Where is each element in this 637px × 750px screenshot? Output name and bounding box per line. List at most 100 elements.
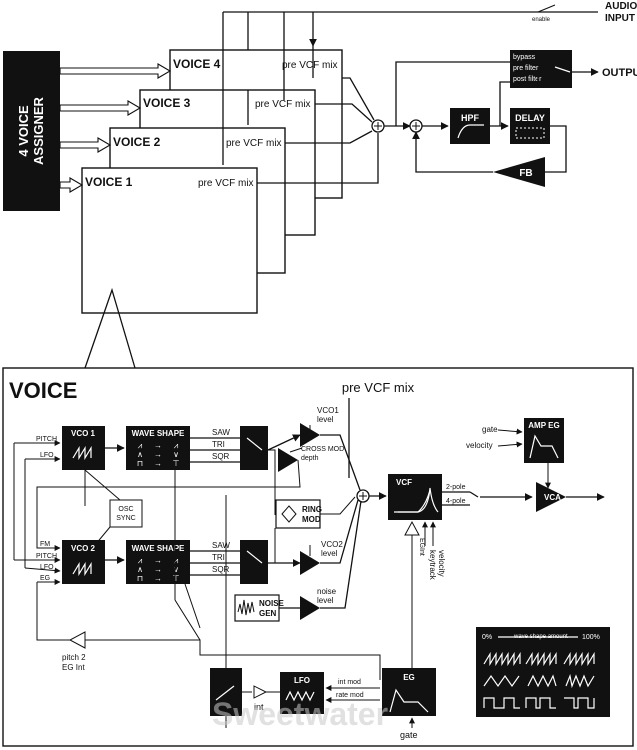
voice-4-label: VOICE 4 [173, 57, 221, 71]
pitch2-eg-int: pitch 2 EG Int [62, 470, 381, 680]
svg-text:⊓: ⊓ [137, 459, 143, 468]
svg-text:→: → [154, 459, 162, 468]
svg-text:⊤: ⊤ [173, 574, 180, 583]
vco2-input-fm: FM [40, 541, 50, 548]
switch-pre-filter: pre filter [513, 65, 539, 72]
vco1-level-label-2: level [317, 415, 334, 424]
noise-level-label-2: level [317, 596, 334, 605]
wave-shape-1-block: WAVE SHAPE ⩘ → ⩘ ∧ → ∨ ⊓ → ⊤ [126, 426, 190, 470]
wave2-saw: SAW [212, 541, 230, 550]
wave-shape-2-label: WAVE SHAPE [132, 544, 185, 553]
cross-mod-label-2: depth [301, 455, 319, 462]
eg-label: EG [403, 673, 415, 682]
voice-1-box [81, 167, 258, 314]
audio-input-label-2: INPUT [605, 13, 635, 24]
vco1-input-lfo: LFO [40, 452, 54, 459]
assigner-label-1: 4 VOICE [16, 105, 31, 157]
voice-3-label: VOICE 3 [143, 96, 191, 110]
velocity-vertical-label: velocity [437, 550, 446, 577]
legend-left: 0% [482, 634, 492, 641]
vcf-label: VCF [396, 478, 412, 487]
effects-chain: HPF DELAY FB [412, 75, 567, 187]
ring-mod-label-2: MOD [302, 515, 321, 524]
eg-gate-label: gate [400, 730, 418, 740]
hpf-label: HPF [461, 113, 480, 123]
vco1-label: VCO 1 [71, 429, 96, 438]
pitch2-label-1: pitch 2 [62, 653, 86, 662]
lfo-label: LFO [294, 676, 310, 685]
sweetwater-watermark: Sweetwater [212, 696, 388, 732]
voice-2-pre-vcf: pre VCF mix [226, 138, 282, 149]
amp-eg-gate-label: gate [482, 425, 498, 434]
svg-text:⊤: ⊤ [173, 459, 180, 468]
osc-sync-label-1: OSC [118, 506, 133, 513]
vca-block: VCA [536, 482, 605, 512]
vco2-level: VCO2 level [300, 499, 359, 575]
switch-post-filter: post filter [513, 76, 542, 83]
voice-sum [356, 489, 387, 503]
voice-assigner: 4 VOICE ASSIGNER [3, 51, 60, 211]
vcf-4pole-label: 4-pole [446, 498, 466, 505]
vco1-input-pitch: PITCH [36, 436, 57, 443]
noise-gen: NOISE GEN noise level [234, 500, 362, 622]
mixer-sum [371, 61, 510, 133]
vco1-level-label-1: VCO1 [317, 406, 339, 415]
wave2-sqr: SQR [212, 565, 230, 574]
assigner-label-2: ASSIGNER [31, 96, 46, 165]
vcf-controls: EG Int keytrack velocity [404, 520, 446, 668]
pitch2-label-2: EG Int [62, 663, 85, 672]
audio-input-label-1: AUDIO [605, 1, 637, 12]
svg-text:→: → [154, 441, 162, 450]
osc-sync-label-2: SYNC [116, 515, 135, 522]
svg-text:∨: ∨ [173, 450, 179, 459]
vco1-level: VCO1 level CROSS MOD depth [278, 406, 361, 491]
assigner-arrows [59, 63, 172, 193]
keytrack-label: keytrack [428, 550, 437, 581]
noise-gen-label-2: GEN [259, 609, 277, 618]
voice-2-label: VOICE 2 [113, 135, 161, 149]
svg-text:∧: ∧ [137, 450, 143, 459]
int-label: int [254, 702, 264, 712]
noise-gen-label-1: NOISE [259, 599, 285, 608]
lfo-block: LFO int mod rate mod [280, 672, 380, 714]
eg-block: EG gate [382, 668, 436, 740]
vcf-block: VCF 2-pole 4-pole [388, 474, 533, 520]
enable-label: enable [532, 17, 551, 23]
voice-3-pre-vcf: pre VCF mix [255, 99, 311, 110]
amp-eg-velocity-label: velocity [466, 441, 493, 450]
voice-stack: VOICE 4 VOICE 3 VOICE 2 VOICE 1 pre VCF … [81, 49, 343, 314]
rate-mod-label: rate mod [336, 692, 364, 699]
svg-text:∨: ∨ [173, 565, 179, 574]
svg-text:⩘: ⩘ [138, 441, 143, 450]
delay-label: DELAY [515, 113, 545, 123]
wave1-tri: TRI [212, 440, 225, 449]
svg-text:⩘: ⩘ [174, 441, 179, 450]
vco1-inputs: PITCH LFO [14, 436, 61, 568]
eg-int-label-1: EG [418, 538, 425, 548]
effect-switch: bypass pre filter post filter OUTPUT [510, 50, 637, 88]
cross-mod-path [36, 459, 301, 551]
lfo-selector: int [210, 495, 280, 728]
vco2-label: VCO 2 [71, 544, 96, 553]
wave-shape-legend: 0% wave shape amount 100% [476, 627, 610, 717]
voice-4-pre-vcf: pre VCF mix [282, 60, 338, 71]
wave-shape-2-block: WAVE SHAPE ⩘ → ⩘ ∧ → ∨ ⊓ → ⊤ [126, 540, 190, 584]
wave-shape-1-label: WAVE SHAPE [132, 429, 185, 438]
vco1-block: VCO 1 [62, 426, 125, 470]
wave1-saw: SAW [212, 428, 230, 437]
switch-bypass: bypass [513, 54, 536, 61]
vco2-input-pitch: PITCH [36, 553, 57, 560]
zoom-indicator [84, 287, 136, 369]
svg-text:∧: ∧ [137, 565, 143, 574]
vco2-level-label-1: VCO2 [321, 540, 343, 549]
cross-mod-label-1: CROSS MOD [301, 446, 344, 453]
svg-text:⊓: ⊓ [137, 574, 143, 583]
svg-text:→: → [154, 574, 162, 583]
voice-outputs [257, 46, 379, 184]
svg-text:→: → [154, 565, 162, 574]
vco2-level-label-2: level [321, 549, 338, 558]
voice-pre-vcf-label: pre VCF mix [342, 380, 415, 395]
vco2-inputs: FM PITCH LFO EG [13, 443, 70, 641]
int-mod-label: int mod [338, 679, 361, 686]
